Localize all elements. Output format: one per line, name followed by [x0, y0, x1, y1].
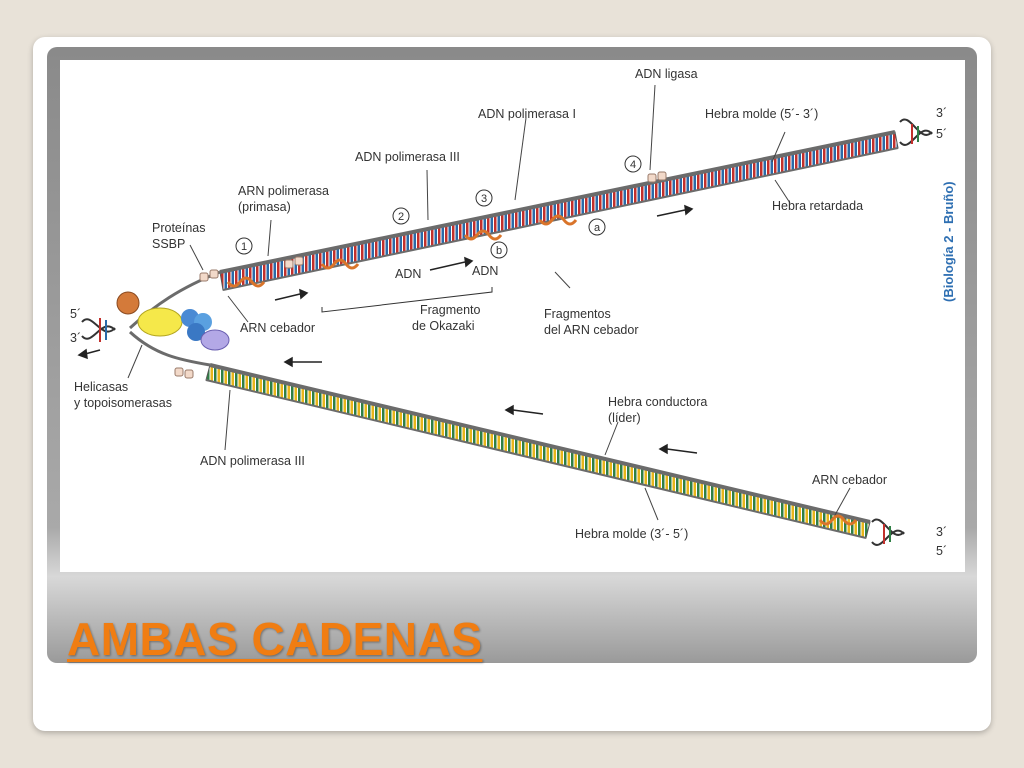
label-fragmento: Fragmento — [420, 303, 480, 317]
parent-duplex-bottom-right — [871, 518, 905, 546]
ssbp-proteins — [174, 171, 667, 379]
label-bottom-5: 5´ — [936, 544, 947, 558]
label-helicasas: Helicasas — [74, 380, 128, 394]
label-adn-ligasa: ADN ligasa — [635, 67, 698, 81]
slide-title: AMBAS CADENAS — [67, 613, 483, 665]
step-markers — [235, 155, 642, 259]
label-top-5: 5´ — [936, 127, 947, 141]
rna-primers — [226, 214, 858, 526]
label-left-5: 5´ — [70, 307, 81, 321]
label-adn-2: ADN — [472, 264, 498, 278]
label-lider: (líder) — [608, 411, 641, 425]
parent-duplex-top-right — [899, 118, 933, 146]
leader-lines — [127, 84, 851, 521]
direction-arrows — [77, 204, 698, 455]
label-hebra-retardada: Hebra retardada — [772, 199, 863, 213]
label-proteinas: Proteínas — [152, 221, 206, 235]
step-1: 1 — [241, 241, 247, 253]
label-bottom-3: 3´ — [936, 525, 947, 539]
label-del-arn-cebador: del ARN cebador — [544, 323, 639, 337]
step-4: 4 — [630, 159, 636, 171]
label-adn-1: ADN — [395, 267, 421, 281]
label-left-3: 3´ — [70, 331, 81, 345]
label-fragmentos: Fragmentos — [544, 307, 611, 321]
step-b: b — [496, 245, 502, 257]
leading-strand — [205, 363, 871, 539]
dna-replication-figure: 1 2 3 4 a b ADN ligasa ADN polimerasa I … — [60, 60, 965, 572]
label-adn-polimerasa-i: ADN polimerasa I — [478, 107, 576, 121]
source-credit: (Biología 2 - Bruño) — [941, 181, 956, 302]
helicase-complex — [116, 291, 230, 351]
label-arn-cebador-bottom: ARN cebador — [812, 473, 887, 487]
label-arn-polimerasa: ARN polimerasa — [238, 184, 329, 198]
label-hebra-molde-53: Hebra molde (5´- 3´) — [705, 107, 818, 121]
label-hebra-molde-35: Hebra molde (3´- 5´) — [575, 527, 688, 541]
label-adn-polimerasa-iii-bottom: ADN polimerasa III — [200, 454, 305, 468]
label-adn-polimerasa-iii-top: ADN polimerasa III — [355, 150, 460, 164]
step-3: 3 — [481, 193, 487, 205]
step-a: a — [594, 222, 601, 234]
label-topoisomerasas: y topoisomerasas — [74, 396, 172, 410]
step-2: 2 — [398, 211, 404, 223]
dna-replication-diagram: 1 2 3 4 a b ADN ligasa ADN polimerasa I … — [70, 67, 956, 558]
label-primasa: (primasa) — [238, 200, 291, 214]
label-hebra-conductora: Hebra conductora — [608, 395, 707, 409]
parent-duplex-left — [81, 318, 116, 342]
label-arn-cebador-top: ARN cebador — [240, 321, 315, 335]
label-okazaki: de Okazaki — [412, 319, 475, 333]
lagging-strand — [219, 130, 899, 291]
label-ssbp: SSBP — [152, 237, 185, 251]
label-top-3: 3´ — [936, 106, 947, 120]
